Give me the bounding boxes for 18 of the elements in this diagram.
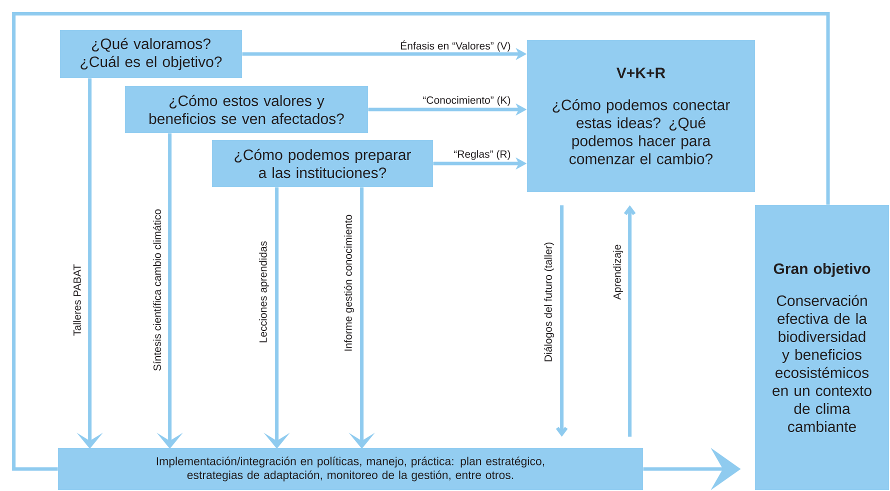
text-box: ¿Cómo estos valores y beneficios se ven afectados? (125, 86, 368, 133)
edge-label: Aprendizaje (613, 244, 623, 300)
text-box: ¿Cómo podemos preparar a las instituciones? (212, 140, 433, 187)
text-box: ¿Qué valoramos? ¿Cuál es el objetivo? (60, 30, 242, 78)
edge-label: Diálogos del futuro (taller) (544, 242, 554, 362)
edge-label: Informe gestión conocimiento (344, 214, 354, 351)
edge-label: “Reglas” (R) (454, 150, 510, 160)
edge-label: Talleres PABAT (73, 264, 81, 336)
text-box: Gran objetivo Conservación efectiva de la biodiversidad y beneficios ecosistémicos en un contexto de clima cambiante (755, 205, 889, 490)
connector-line (12, 12, 830, 471)
edge-label: Lecciones aprendidas (259, 241, 269, 342)
text-box: V+K+R ¿Cómo podemos conectar estas ideas? ¿Qué podemos hacer para comenzar el cambio? (527, 40, 755, 192)
arrow (624, 205, 636, 437)
text-box: Implementación/integración en políticas, manejo, práctica: plan estratégico, estrategias de adaptación, monitoreo de la gestión, entre otros. (58, 448, 643, 490)
edge-label: “Conocimiento” (K) (423, 96, 510, 106)
arrow (556, 205, 568, 437)
edge-label: Síntesis científica cambio climático (153, 209, 161, 371)
edge-label: Énfasis en “Valores” (V) (401, 40, 510, 52)
